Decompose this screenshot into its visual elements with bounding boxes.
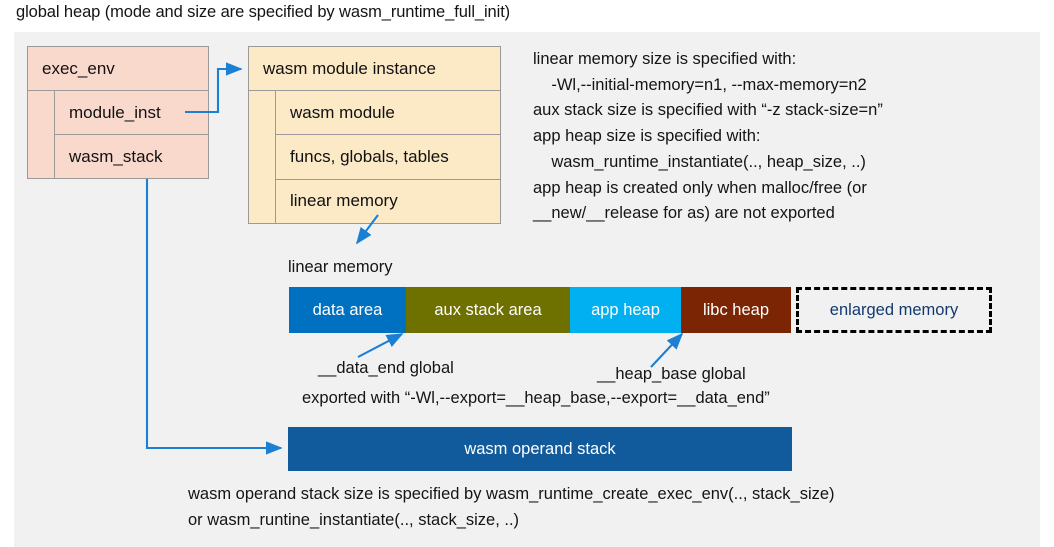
annotation-heap-base: __heap_base global	[597, 365, 746, 383]
memory-segment-enlarged-memory: enlarged memory	[796, 287, 992, 333]
module-instance-row-linear-memory: linear memory	[290, 191, 398, 211]
memory-segment-aux-stack-area: aux stack area	[406, 287, 570, 333]
exec-env-row-module-inst: module_inst	[55, 91, 208, 135]
exec-env-rows: module_inst wasm_stack	[55, 91, 208, 178]
memory-segment-data-area: data area	[289, 287, 406, 333]
memory-config-notes: linear memory size is specified with: -W…	[533, 50, 883, 223]
exec-env-box: exec_env module_inst wasm_stack	[27, 46, 209, 179]
exec-env-body: module_inst wasm_stack	[28, 91, 208, 178]
module-instance-header: wasm module instance	[249, 47, 500, 91]
exec-env-header: exec_env	[28, 47, 208, 91]
page-title: global heap (mode and size are specified…	[16, 3, 511, 21]
operand-stack-note: wasm operand stack size is specified by …	[188, 485, 835, 529]
module-instance-gutter	[249, 91, 276, 223]
memory-segment-libc-heap: libc heap	[681, 287, 791, 333]
wasm-module-instance-box: wasm module instance wasm module funcs, …	[248, 46, 501, 224]
annotation-exported-with: exported with “-Wl,--export=__heap_base,…	[302, 389, 770, 407]
exec-env-row-wasm-stack: wasm_stack	[69, 146, 163, 166]
module-instance-row-wasm-module: wasm module	[276, 91, 500, 136]
module-instance-rows: wasm module funcs, globals, tables linea…	[276, 91, 500, 223]
annotation-data-end: __data_end global	[318, 359, 454, 377]
wasm-operand-stack-bar: wasm operand stack	[288, 427, 792, 471]
module-instance-row-funcs-globals-tables: funcs, globals, tables	[276, 135, 500, 180]
exec-env-gutter	[28, 91, 55, 178]
module-instance-body: wasm module funcs, globals, tables linea…	[249, 91, 500, 223]
linear-memory-label: linear memory	[288, 258, 393, 276]
memory-segment-app-heap: app heap	[570, 287, 681, 333]
